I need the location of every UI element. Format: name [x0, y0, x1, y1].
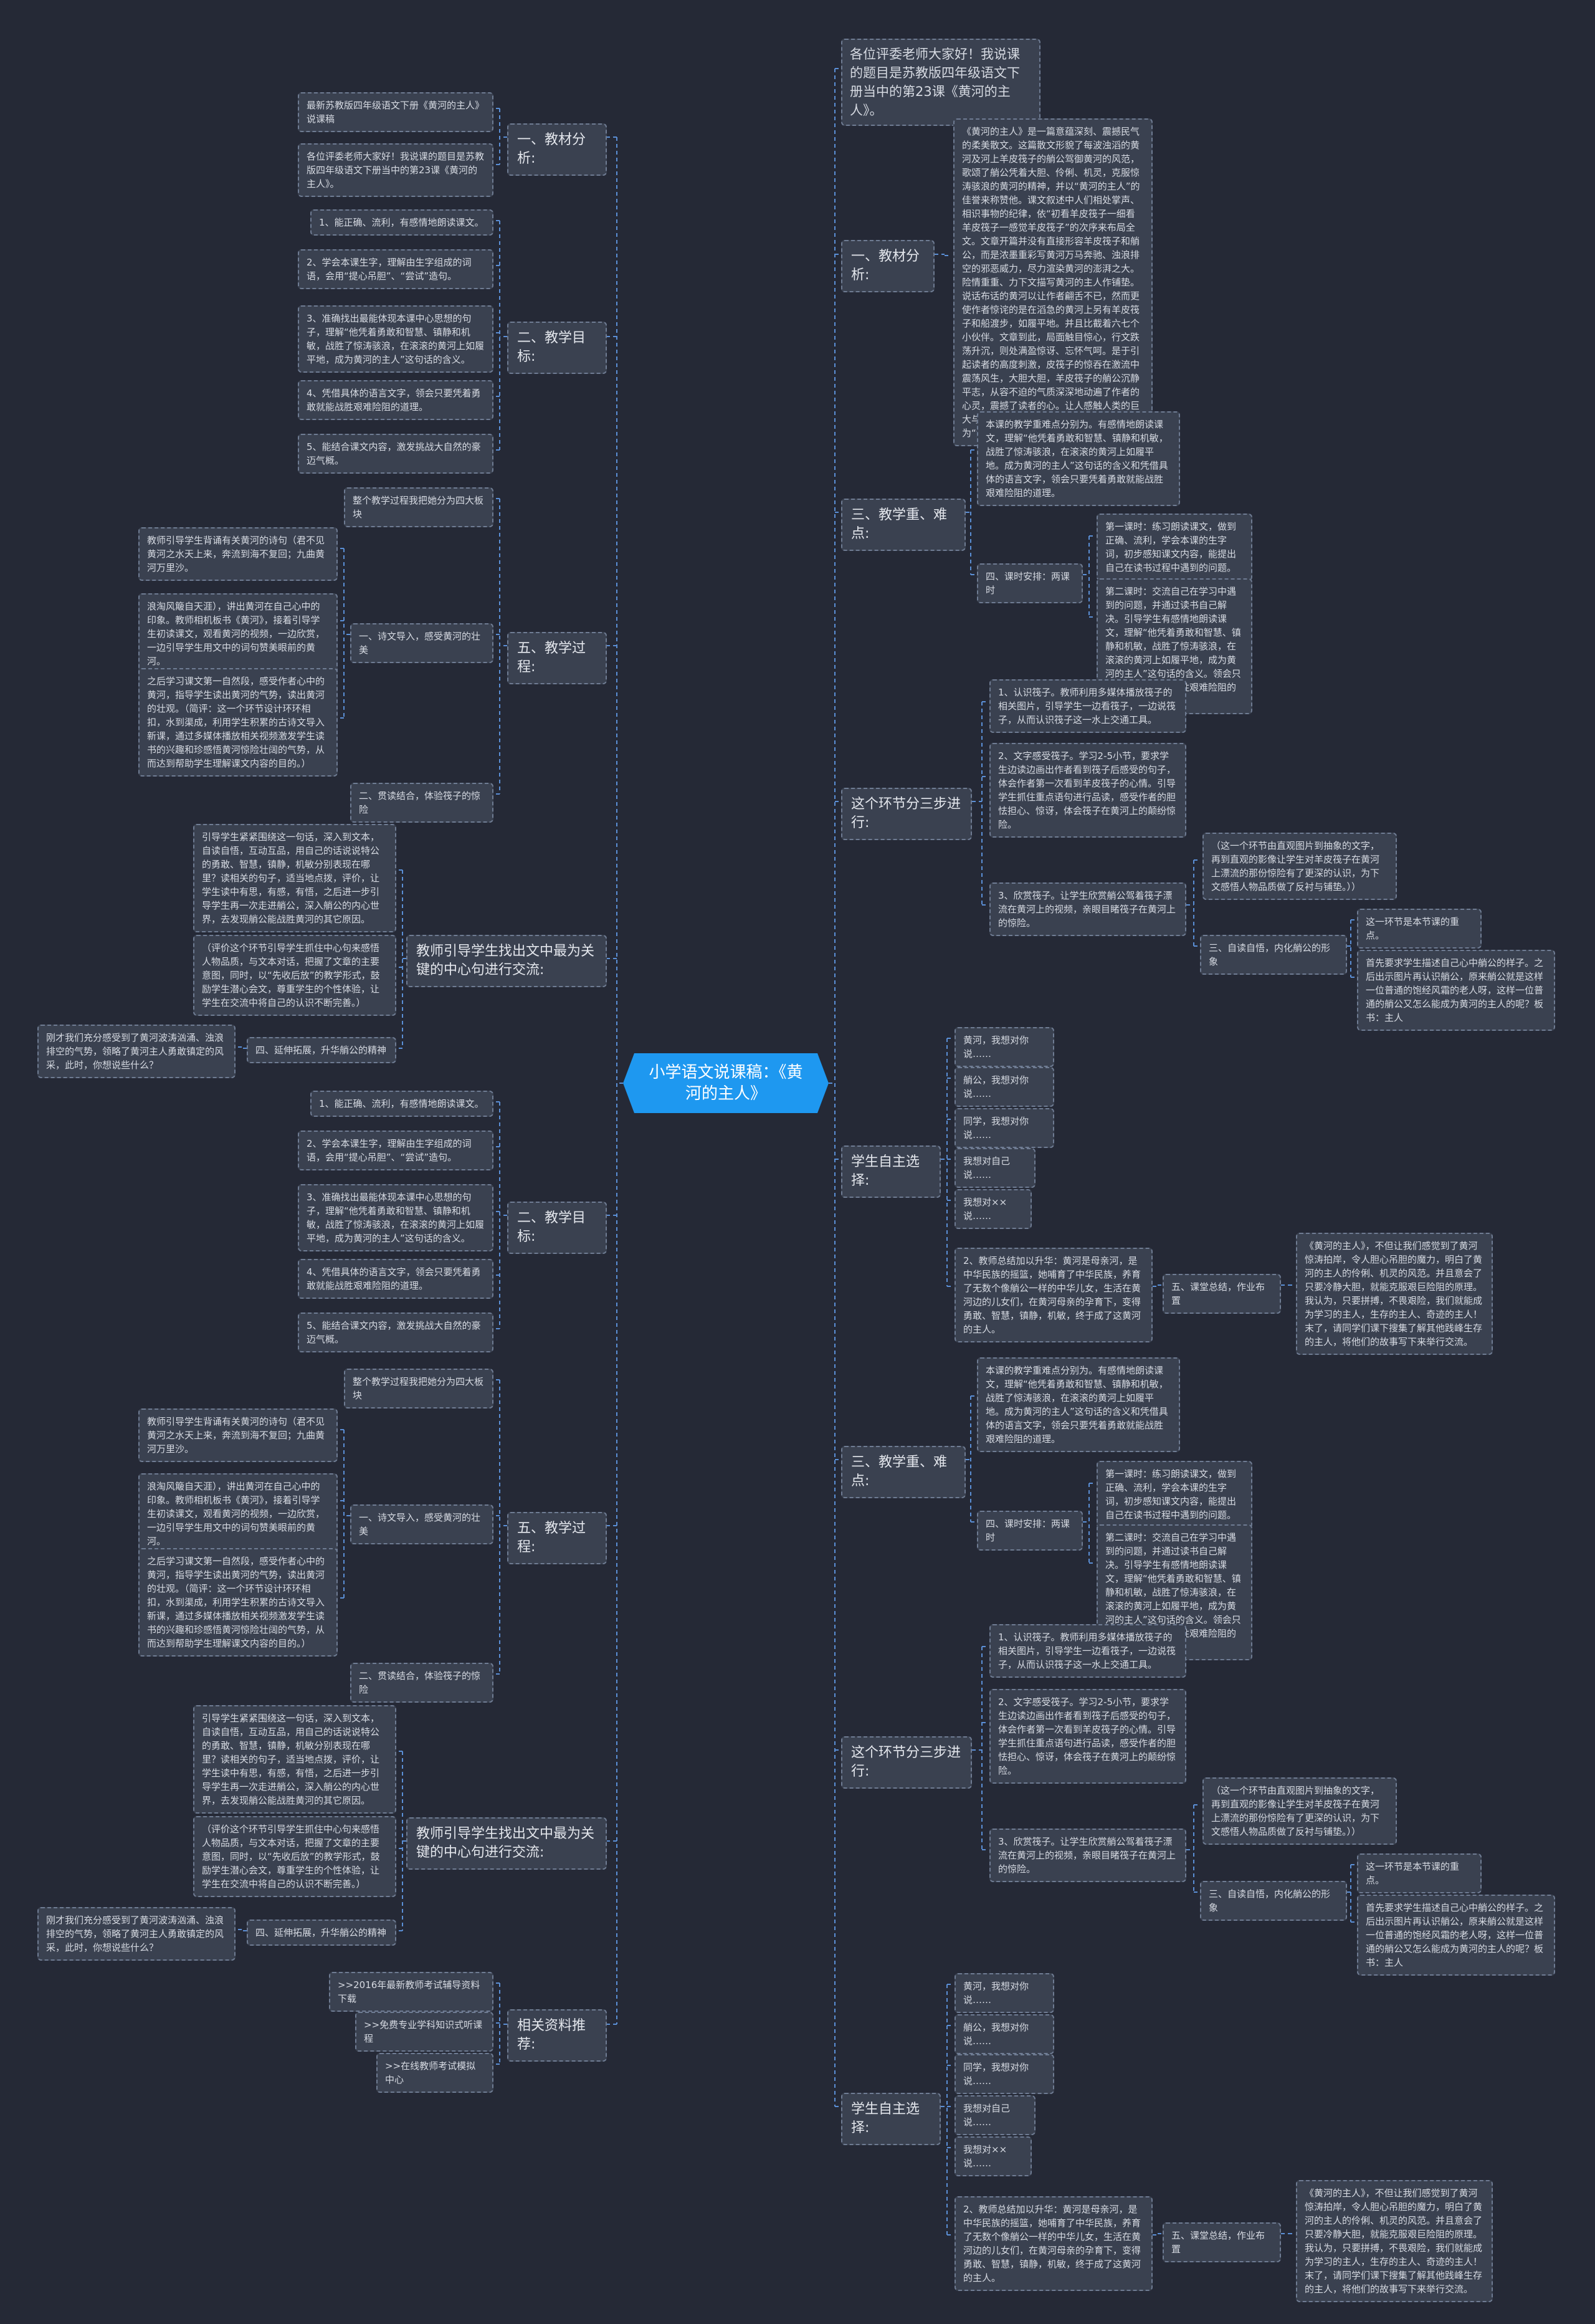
root-topic[interactable]: 小学语文说课稿：《黄河的主人》 — [623, 1053, 829, 1113]
node-r-intro[interactable]: 各位评委老师大家好！我说课的题目是苏教版四年级语文下册当中的第23课《黄河的主人… — [841, 39, 1040, 126]
node-l9a[interactable]: >>2016年最新教师考试辅导资料下载 — [329, 1972, 493, 2012]
node-l2[interactable]: 二、教学目标: — [507, 1202, 607, 1254]
node-r4a[interactable]: 黄河，我想对你说…… — [955, 1027, 1054, 1067]
node-r4[interactable]: 学生自主选择: — [841, 1145, 941, 1198]
node-l2b[interactable]: 2、学会本课生字，理解由生字组成的词语，会用“提心吊胆”、“尝试”造句。 — [298, 1131, 493, 1170]
node-r4g1[interactable]: 《黄河的主人》，不但让我们感觉到了黄河惊涛拍岸，令人胆心吊胆的魔力，明白了黄河的… — [1296, 1233, 1493, 1355]
node-l3c[interactable]: 二、贯读结合，体验筏子的惊险 — [350, 783, 493, 823]
node-r3[interactable]: 这个环节分三步进行: — [841, 788, 972, 840]
node-r3c1[interactable]: （这一个环节由直观图片到抽象的文字，再到直观的影像让学生对羊皮筏子在黄河上漂流的… — [1202, 1777, 1397, 1845]
node-r3c1[interactable]: （这一个环节由直观图片到抽象的文字，再到直观的影像让学生对羊皮筏子在黄河上漂流的… — [1202, 833, 1397, 900]
node-l2e[interactable]: 5、能结合课文内容，激发挑战大自然的豪迈气概。 — [298, 1313, 493, 1352]
node-l9c[interactable]: >>在线教师考试模拟中心 — [376, 2053, 493, 2093]
node-l3a[interactable]: 整个教学过程我把她分为四大板块 — [344, 1369, 493, 1408]
node-r4f[interactable]: 2、教师总结加以升华：黄河是母亲河，是中华民族的摇篮，她哺育了中华民族，养育了无… — [955, 1248, 1153, 1342]
node-l1b[interactable]: 各位评委老师大家好！我说课的题目是苏教版四年级语文下册当中的第23课《黄河的主人… — [298, 143, 493, 197]
node-r4d[interactable]: 我想对自己说…… — [955, 2095, 1036, 2135]
node-l4[interactable]: 教师引导学生找出文中最为关键的中心句进行交流: — [406, 1817, 607, 1870]
node-l2d[interactable]: 4、凭借具体的语言文字，领会只要凭着勇敢就能战胜艰难险阻的道理。 — [298, 380, 493, 420]
node-r2a[interactable]: 本课的教学重难点分别为。有感情地朗读课文，理解“他凭着勇敢和智慧、镇静和机敏，战… — [977, 411, 1180, 506]
node-r3d[interactable]: 三、自读自悟，内化艄公的形象 — [1200, 935, 1347, 975]
node-l3b2[interactable]: 浪淘风簸自天涯），讲出黄河在自己心中的印象。教师相机板书《黄河》，接着引导学生初… — [138, 593, 338, 674]
node-l4a[interactable]: 引导学生紧紧围绕这一句话，深入到文本，自读自悟，互动互品，用自己的话说说特公的勇… — [193, 1705, 396, 1814]
node-r3b[interactable]: 2、文字感受筏子。学习2-5小节，要求学生边读边画出作者看到筏子后感受的句子，体… — [989, 1689, 1186, 1784]
node-l2a[interactable]: 1、能正确、流利，有感情地朗读课文。 — [310, 1091, 493, 1117]
node-r3d2[interactable]: 首先要求学生描述自己心中艄公的样子。之后出示图片再认识艄公，原来艄公就是这样一位… — [1357, 950, 1555, 1031]
node-l2d[interactable]: 4、凭借具体的语言文字，领会只要凭着勇敢就能战胜艰难险阻的道理。 — [298, 1259, 493, 1299]
node-l3b3[interactable]: 之后学习课文第一自然段，感受作者心中的黄河，指导学生读出黄河的气势，读出黄河的壮… — [138, 668, 338, 777]
node-r3a[interactable]: 1、认识筏子。教师利用多媒体播放筏子的相关图片，引导学生一边看筏子，一边说筏子，… — [989, 679, 1186, 733]
node-r3c[interactable]: 3、欣赏筏子。让学生欣赏艄公驾着筏子漂流在黄河上的视频，亲眼目睹筏子在黄河上的惊… — [989, 1829, 1186, 1882]
node-l2e[interactable]: 5、能结合课文内容，激发挑战大自然的豪迈气概。 — [298, 434, 493, 474]
node-r4b[interactable]: 艄公，我想对你说…… — [955, 2014, 1054, 2054]
node-r4g[interactable]: 五、课堂总结，作业布置 — [1163, 1274, 1281, 1314]
node-l4a[interactable]: 引导学生紧紧围绕这一句话，深入到文本，自读自悟，互动互品，用自己的话说说特公的勇… — [193, 824, 396, 932]
node-l3[interactable]: 五、教学过程: — [507, 1512, 607, 1564]
node-r4a[interactable]: 黄河，我想对你说…… — [955, 1973, 1054, 2013]
node-l1[interactable]: 一、教材分析: — [507, 123, 607, 176]
node-l2[interactable]: 二、教学目标: — [507, 322, 607, 374]
node-l2c[interactable]: 3、准确找出最能体现本课中心思想的句子，理解“他凭着勇敢和智慧、镇静和机敏，战胜… — [298, 1184, 493, 1251]
node-l1a[interactable]: 最新苏教版四年级语文下册《黄河的主人》说课稿 — [298, 92, 493, 132]
node-l4c[interactable]: 四、延伸拓展，升华艄公的精神 — [247, 1037, 396, 1063]
node-l2c[interactable]: 3、准确找出最能体现本课中心思想的句子，理解“他凭着勇敢和智慧、镇静和机敏，战胜… — [298, 305, 493, 373]
node-l3c[interactable]: 二、贯读结合，体验筏子的惊险 — [350, 1663, 493, 1703]
node-l2b[interactable]: 2、学会本课生字，理解由生字组成的词语，会用“提心吊胆”、“尝试”造句。 — [298, 249, 493, 289]
node-r4g[interactable]: 五、课堂总结，作业布置 — [1163, 2222, 1281, 2262]
node-r2b[interactable]: 四、课时安排：两课时 — [977, 1511, 1083, 1551]
node-r3b[interactable]: 2、文字感受筏子。学习2-5小节，要求学生边读边画出作者看到筏子后感受的句子，体… — [989, 743, 1186, 838]
node-l3a[interactable]: 整个教学过程我把她分为四大板块 — [344, 487, 493, 527]
node-r3a[interactable]: 1、认识筏子。教师利用多媒体播放筏子的相关图片，引导学生一边看筏子，一边说筏子，… — [989, 1624, 1186, 1678]
node-l9b[interactable]: >>免费专业学科知识式听课程 — [355, 2012, 493, 2052]
node-l3b1[interactable]: 教师引导学生背诵有关黄河的诗句（君不见黄河之水天上来，奔流到海不复回；九曲黄河万… — [138, 527, 338, 581]
node-l3b[interactable]: 一、诗文导入，感受黄河的壮美 — [350, 623, 493, 663]
node-r3d1[interactable]: 这一环节是本节课的重点。 — [1357, 1853, 1482, 1893]
node-r4f[interactable]: 2、教师总结加以升华：黄河是母亲河，是中华民族的摇篮，她哺育了中华民族，养育了无… — [955, 2196, 1153, 2291]
node-r3d1[interactable]: 这一环节是本节课的重点。 — [1357, 909, 1482, 949]
node-r4b[interactable]: 艄公，我想对你说…… — [955, 1067, 1054, 1107]
node-r3c[interactable]: 3、欣赏筏子。让学生欣赏艄公驾着筏子漂流在黄河上的视频，亲眼目睹筏子在黄河上的惊… — [989, 882, 1186, 936]
node-r3d2[interactable]: 首先要求学生描述自己心中艄公的样子。之后出示图片再认识艄公，原来艄公就是这样一位… — [1357, 1895, 1555, 1976]
node-r2a[interactable]: 本课的教学重难点分别为。有感情地朗读课文，理解“他凭着勇敢和智慧、镇静和机敏，战… — [977, 1357, 1180, 1452]
node-l4b[interactable]: （评价这个环节引导学生抓住中心句来感悟人物品质，与文本对话，把握了文章的主要意图… — [193, 1816, 396, 1897]
node-r4e[interactable]: 我想对××说…… — [955, 2136, 1032, 2176]
node-r4e[interactable]: 我想对××说…… — [955, 1189, 1032, 1229]
node-l3[interactable]: 五、教学过程: — [507, 632, 607, 684]
node-l4b[interactable]: （评价这个环节引导学生抓住中心句来感悟人物品质，与文本对话，把握了文章的主要意图… — [193, 935, 396, 1016]
node-l4c1[interactable]: 刚才我们充分感受到了黄河波涛汹涌、浊浪排空的气势，领略了黄河主人勇敢镇定的风采，… — [37, 1025, 236, 1078]
node-l3b1[interactable]: 教师引导学生背诵有关黄河的诗句（君不见黄河之水天上来，奔流到海不复回；九曲黄河万… — [138, 1408, 338, 1462]
node-r4[interactable]: 学生自主选择: — [841, 2093, 941, 2145]
node-r3[interactable]: 这个环节分三步进行: — [841, 1736, 972, 1789]
node-l4[interactable]: 教师引导学生找出文中最为关键的中心句进行交流: — [406, 935, 607, 987]
node-r2[interactable]: 三、教学重、难点: — [841, 499, 966, 551]
node-r2b[interactable]: 四、课时安排：两课时 — [977, 563, 1083, 603]
node-r2b1[interactable]: 第一课时：练习朗读课文，做到正确、流利，学会本课的生字词，初步感知课文内容，能提… — [1097, 1461, 1252, 1528]
node-l9[interactable]: 相关资料推荐: — [507, 2009, 607, 2062]
node-r4c[interactable]: 同学，我想对你说…… — [955, 2054, 1054, 2094]
node-l4c1[interactable]: 刚才我们充分感受到了黄河波涛汹涌、浊浪排空的气势，领略了黄河主人勇敢镇定的风采，… — [37, 1907, 236, 1961]
node-r2b1[interactable]: 第一课时：练习朗读课文，做到正确、流利，学会本课的生字词，初步感知课文内容，能提… — [1097, 514, 1252, 581]
node-l3b2[interactable]: 浪淘风簸自天涯），讲出黄河在自己心中的印象。教师相机板书《黄河》，接着引导学生初… — [138, 1473, 338, 1554]
node-r2[interactable]: 三、教学重、难点: — [841, 1446, 966, 1498]
node-r4g1[interactable]: 《黄河的主人》，不但让我们感觉到了黄河惊涛拍岸，令人胆心吊胆的魔力，明白了黄河的… — [1296, 2180, 1493, 2302]
node-l4c[interactable]: 四、延伸拓展，升华艄公的精神 — [247, 1920, 396, 1946]
node-l3b[interactable]: 一、诗文导入，感受黄河的壮美 — [350, 1504, 493, 1544]
node-r3d[interactable]: 三、自读自悟，内化艄公的形象 — [1200, 1881, 1347, 1921]
node-l2a[interactable]: 1、能正确、流利，有感情地朗读课文。 — [310, 209, 493, 236]
node-r4d[interactable]: 我想对自己说…… — [955, 1148, 1036, 1188]
node-r4c[interactable]: 同学，我想对你说…… — [955, 1108, 1054, 1148]
node-l3b3[interactable]: 之后学习课文第一自然段，感受作者心中的黄河，指导学生读出黄河的气势，读出黄河的壮… — [138, 1548, 338, 1657]
node-r1a[interactable]: 《黄河的主人》是一篇意蕴深刻、震撼民气的柔美散文。这篇散文形貌了每波浊滔的黄河及… — [953, 118, 1153, 446]
node-r1[interactable]: 一、教材分析: — [841, 240, 935, 292]
